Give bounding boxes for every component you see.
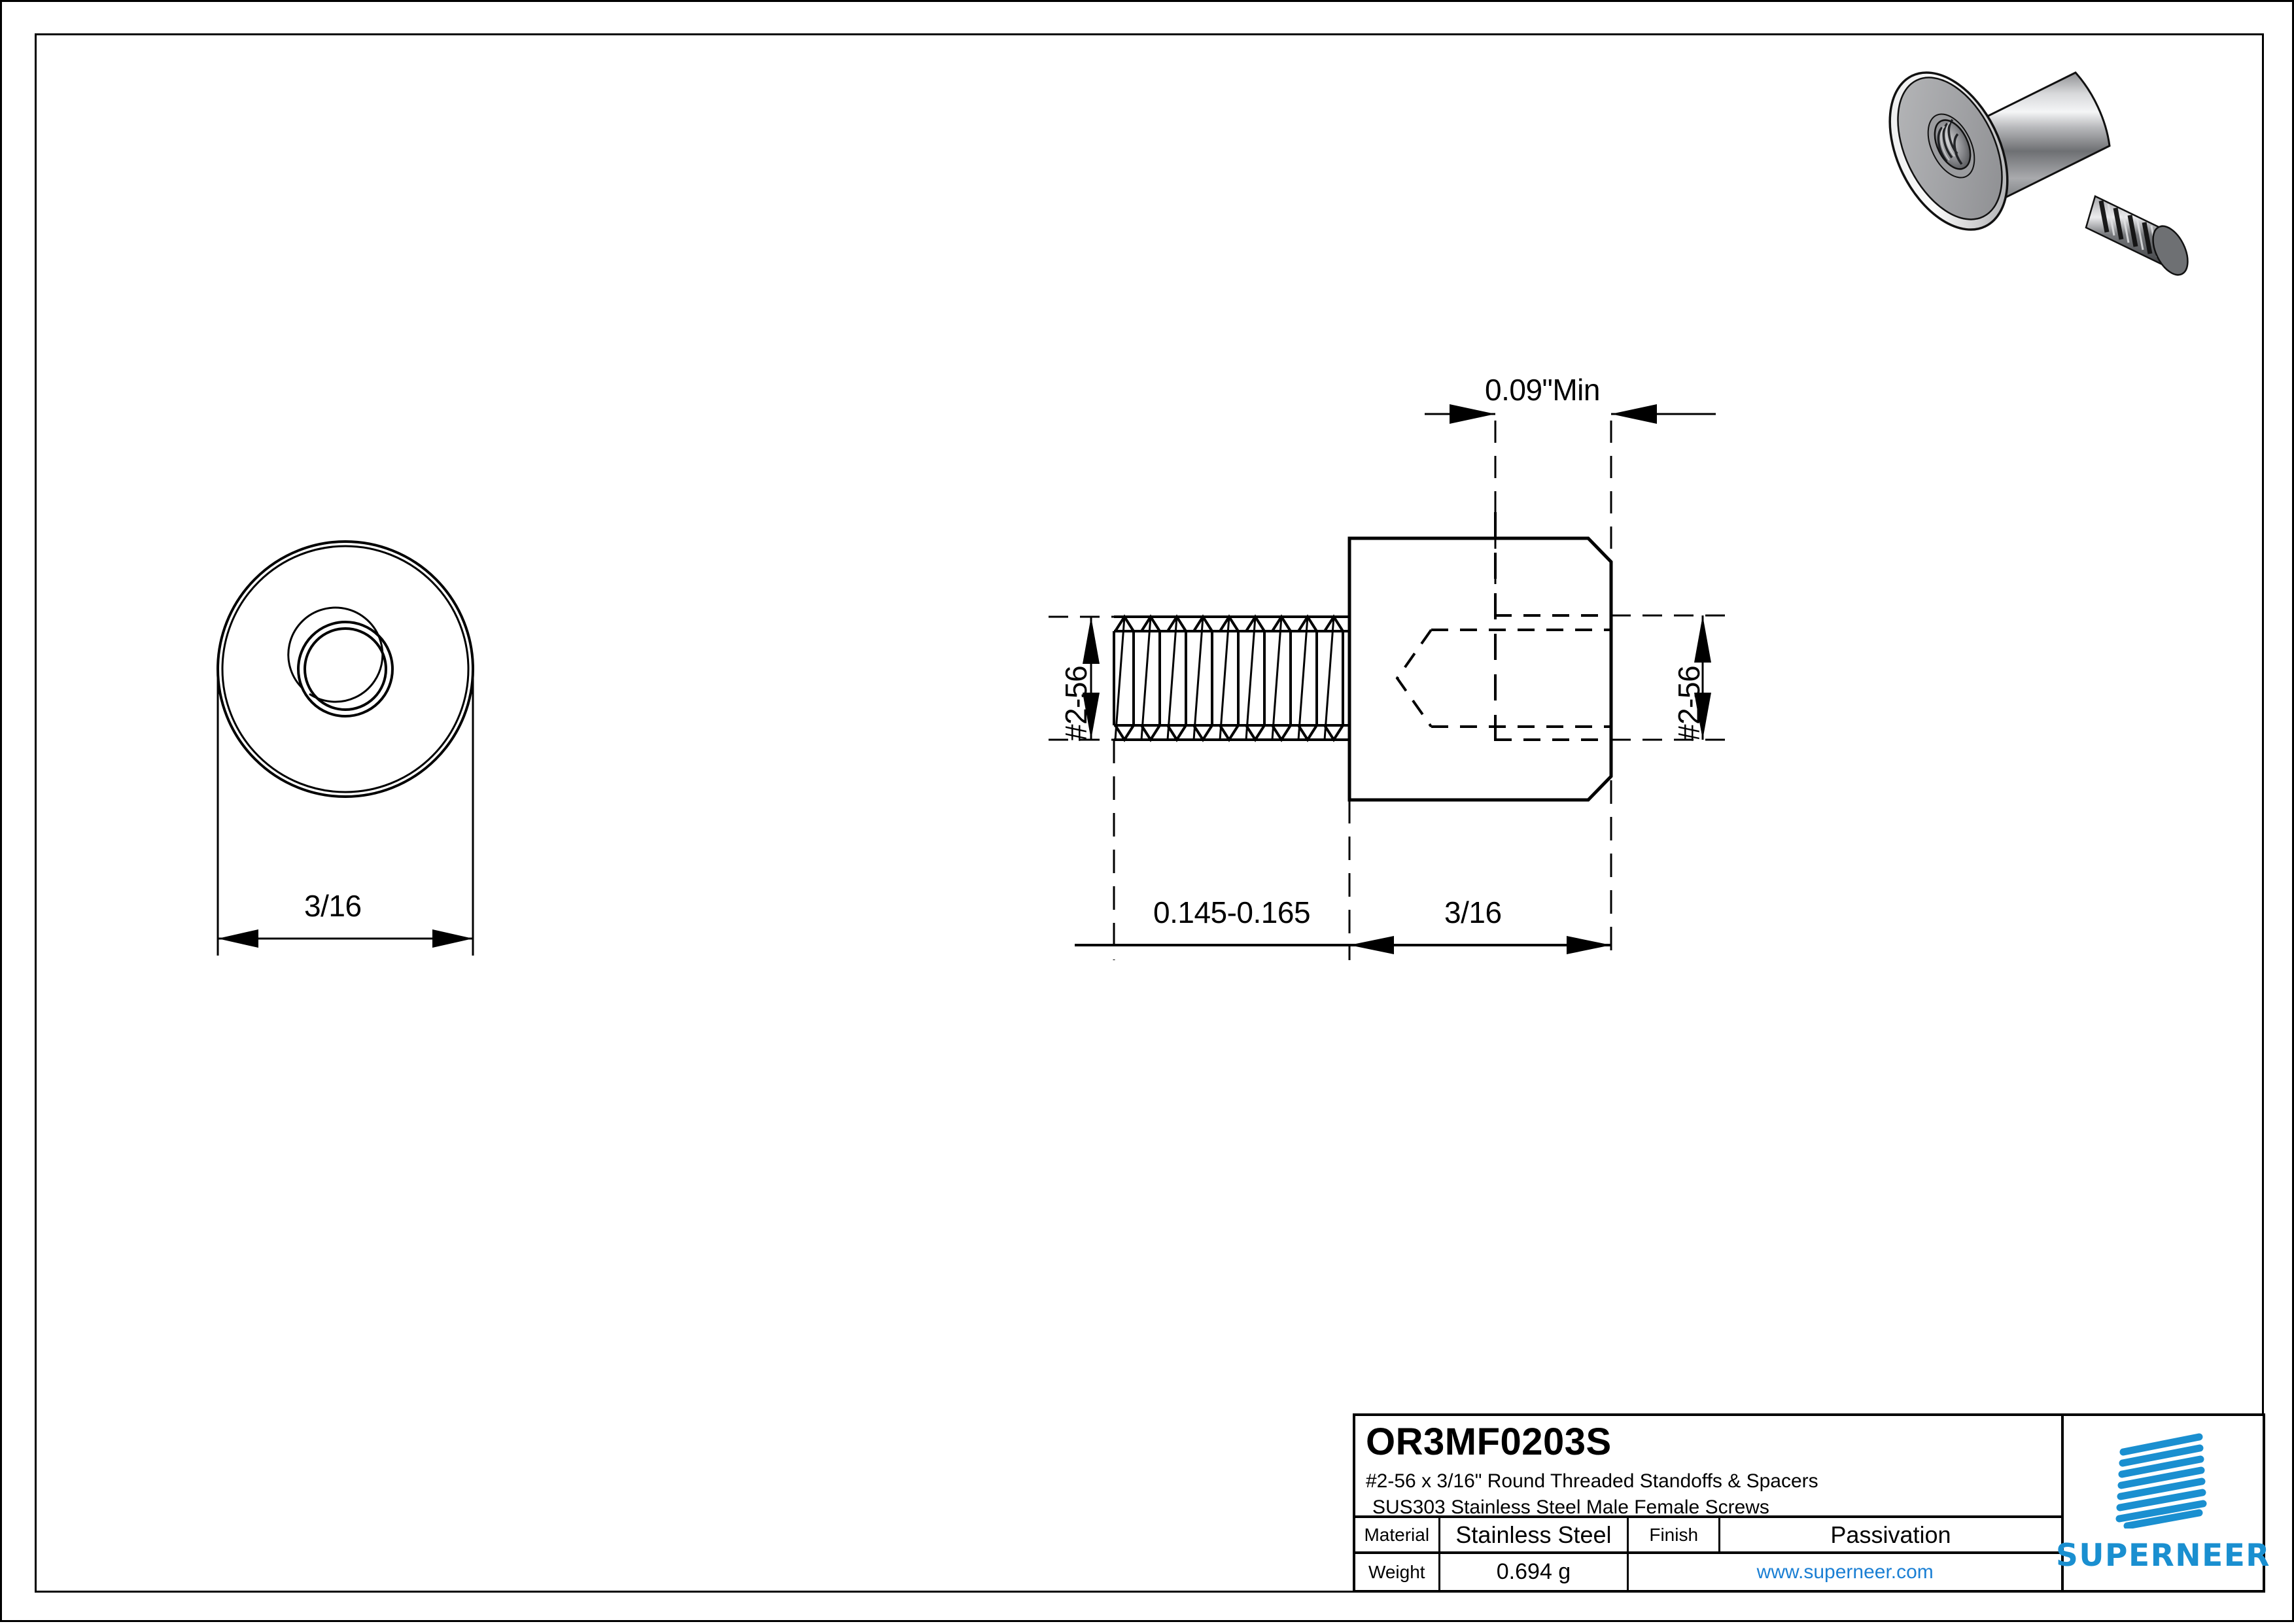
material-row: Material Stainless Steel Finish Passivat… xyxy=(1355,1518,2061,1555)
part-number: OR3MF0203S xyxy=(1366,1421,1612,1463)
body-length-dim: 3/16 xyxy=(1444,895,1502,929)
stud-length-dim: 0.145-0.165 xyxy=(1153,895,1311,929)
front-view-diameter-dim: 3/16 xyxy=(304,889,362,923)
brand-wordmark: SUPERNEER xyxy=(2056,1538,2270,1574)
min-thread-depth-dim: 0.09"Min xyxy=(1485,373,1600,407)
render-male-thread xyxy=(2085,195,2189,276)
left-thread-size-dim: #2-56 xyxy=(1059,665,1093,741)
title-block-branding: SUPERNEER xyxy=(2056,1416,2270,1590)
material-value: Stainless Steel xyxy=(1440,1518,1629,1552)
weight-value: 0.694 g xyxy=(1440,1554,1629,1590)
weight-row: Weight 0.694 g www.superneer.com xyxy=(1355,1554,2061,1590)
description-line-1: #2-56 x 3/16" Round Threaded Standoffs &… xyxy=(1366,1470,1818,1492)
finish-label: Finish xyxy=(1629,1518,1720,1552)
description-line-2: SUS303 Stainless Steel Male Female Screw… xyxy=(1372,1496,1769,1519)
title-block-description-area: OR3MF0203S #2-56 x 3/16" Round Threaded … xyxy=(1355,1416,2061,1518)
superneer-logo-icon xyxy=(2115,1433,2207,1529)
title-block-main: OR3MF0203S #2-56 x 3/16" Round Threaded … xyxy=(1355,1416,2064,1590)
weight-label: Weight xyxy=(1355,1554,1440,1590)
title-block: OR3MF0203S #2-56 x 3/16" Round Threaded … xyxy=(1353,1413,2270,1593)
website-link[interactable]: www.superneer.com xyxy=(1756,1561,1934,1583)
material-label: Material xyxy=(1355,1518,1440,1552)
finish-value: Passivation xyxy=(1830,1521,1951,1548)
isometric-render xyxy=(1879,36,2262,291)
drawing-border-frame xyxy=(35,33,2264,1593)
right-thread-size-dim: #2-56 xyxy=(1672,665,1706,741)
render-internal-thread-lines xyxy=(1937,118,1963,165)
